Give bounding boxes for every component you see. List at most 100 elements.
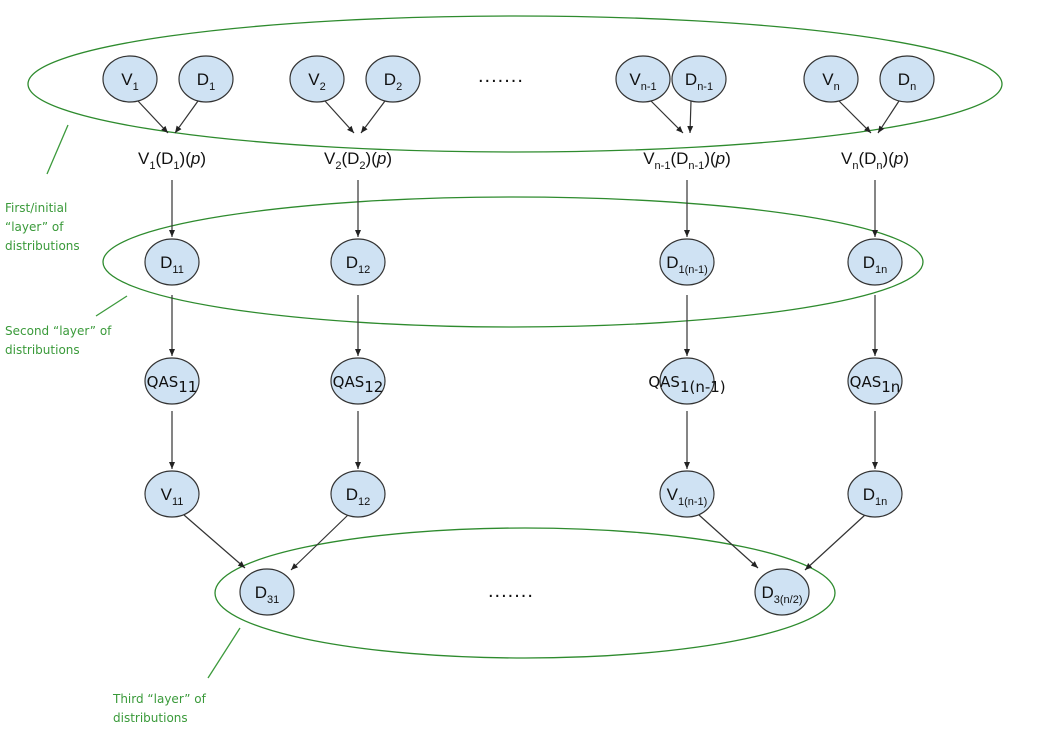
node-label: Vn-1 [629,70,656,93]
node-label-subscript: 11 [172,264,183,276]
node-label-subscript: 11 [172,496,183,508]
node-label: Dn-1 [685,70,713,93]
node-d1: D1 [178,55,234,103]
node-label-base: D [384,70,396,89]
node-label: D1(n-1) [666,253,708,276]
node-shape [847,357,903,405]
node-shape [144,357,200,405]
node-vn: Vn [803,55,859,103]
applied-label-d-symbol: (D [341,149,359,168]
node-label-subscript: 2 [396,81,402,93]
node-label-subscript: 1 [133,81,139,93]
applied-label: Vn(Dn)(p) [841,149,909,172]
node-label: D11 [160,253,184,276]
applied-label-d-subscript: n-1 [688,160,704,172]
node-output-2: V1(n-1) [659,470,715,518]
node-label: V1 [121,70,138,93]
applied-label-v-subscript: 1 [149,160,155,172]
arrow-v-to-applied [324,100,355,134]
node-shape [330,470,386,518]
node-second-layer-3: D1n [847,238,903,286]
node-label: QAS1(n-1) [648,373,725,396]
node-shape [102,55,158,103]
node-label-subscript: 12 [364,378,383,396]
node-label-base: D [346,253,358,272]
node-shape [239,568,295,616]
node-label: V2 [308,70,325,93]
node-shape [178,55,234,103]
node-label-base: D [255,583,267,602]
applied-label-v-symbol: V [324,149,336,168]
applied-label-v-symbol: V [643,149,655,168]
annotation-line: “layer” of [5,220,64,234]
applied-label-paren: )( [180,149,192,168]
node-second-layer-2: D1(n-1) [659,238,715,286]
applied-label-paren: ) [725,149,731,168]
arrow-v-to-applied [137,100,169,134]
arrow-output-to-third-layer [290,514,349,571]
node-label: D12 [346,485,371,508]
node-shape [671,55,727,103]
arrow-d-to-applied [174,100,199,134]
applied-label: V2(D2)(p) [324,149,392,172]
node-shape [144,470,200,518]
node-label: D1n [863,485,888,508]
node-label-base: D [160,253,172,272]
node-label-base: D [898,70,910,89]
arrow-d-to-applied [877,100,900,134]
applied-label-paren: ) [903,149,909,168]
applied-label-p-symbol: p [376,149,386,168]
annotation-line: distributions [113,711,188,725]
node-label-base: V [822,70,834,89]
arrow-v-to-applied [838,100,872,134]
node-third-layer-1: D3(n/2) [754,568,810,616]
node-label-subscript: 1 [209,81,215,93]
node-shape [754,568,810,616]
applied-label-d-subscript: 2 [359,160,365,172]
node-label-base: QAS [333,373,365,391]
third-layer-outline [214,527,836,659]
node-label-subscript: 1n [881,378,900,396]
annotation-line: distributions [5,239,80,253]
node-output-1: D12 [330,470,386,518]
applied-label-d-symbol: (D [155,149,173,168]
arrow-d-to-applied [360,100,386,134]
arrows-group [137,100,900,571]
node-label-base: D [863,485,875,504]
node-label-base: D [761,583,773,602]
applied-label-v-subscript: 2 [335,160,341,172]
node-vn-1: Vn-1 [615,55,671,103]
node-label-subscript: 11 [178,378,197,396]
annotation-line: Third “layer” of [112,692,207,706]
applied-label-p-symbol: p [190,149,200,168]
node-qas-1: QAS12 [330,357,386,405]
node-shape [144,238,200,286]
node-label-base: V [121,70,133,89]
applied-label-p-symbol: p [715,149,725,168]
node-qas-3: QAS1n [847,357,903,405]
node-shape [615,55,671,103]
node-shape [330,357,386,405]
applied-label-p-symbol: p [893,149,903,168]
node-label: QAS1n [850,373,901,396]
annotation-line: First/initial [5,201,67,215]
node-output-0: V11 [144,470,200,518]
node-label: V1(n-1) [667,485,708,508]
node-label-base: D [685,70,697,89]
node-label-subscript: 31 [267,594,279,606]
node-label-base: V [161,485,173,504]
node-label-base: D [346,485,358,504]
node-label-subscript: n-1 [697,81,713,93]
first-layer-leader [46,124,69,175]
third-layer-ellipsis: ....... [488,580,534,602]
applied-label-paren: )( [366,149,378,168]
applied-label-paren: )( [704,149,716,168]
applied-label: V1(D1)(p) [138,149,206,172]
node-shape [365,55,421,103]
applied-label-d-symbol: (D [670,149,688,168]
node-label-subscript: 1(n-1) [678,264,707,276]
arrow-v-to-applied [650,100,684,134]
applied-label-d-subscript: n [876,160,882,172]
node-label: Dn [898,70,916,93]
